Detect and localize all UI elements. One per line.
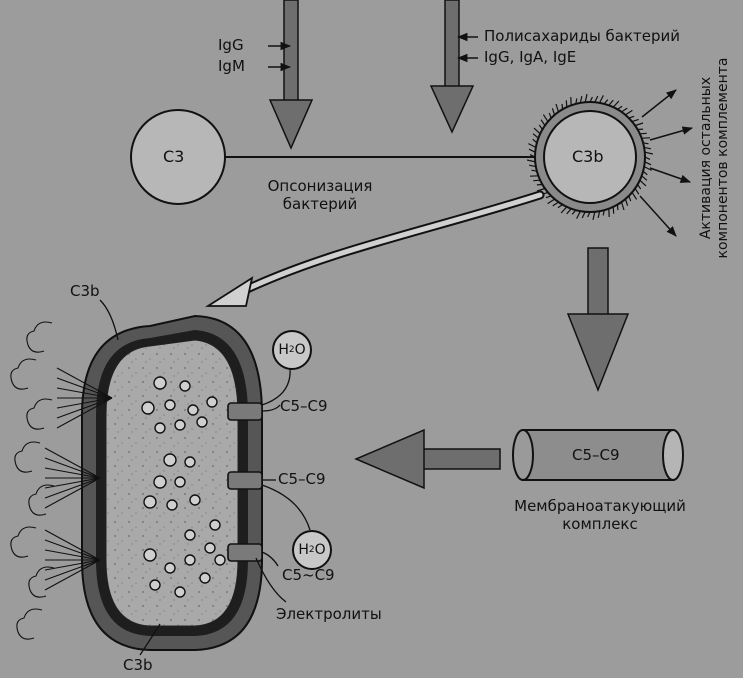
c3b-bottom-leader	[139, 623, 161, 656]
bacterium	[81, 314, 263, 651]
label-polysaccharides: Полисахариды бактерий	[484, 27, 681, 45]
label-activation: Активация остальных компонентов комплеме…	[698, 57, 731, 259]
activation-arrow-1	[641, 89, 677, 118]
vesicle	[164, 399, 176, 411]
efflux-ray	[56, 397, 113, 409]
label-pore-3: C5~C9	[282, 566, 335, 584]
vesicle	[166, 499, 178, 511]
vesicle	[174, 586, 186, 598]
vesicle	[204, 542, 216, 554]
label-igm: IgM	[218, 57, 245, 75]
activation-arrow-4	[639, 195, 677, 237]
efflux-ray	[44, 559, 101, 571]
label-igg: IgG	[218, 36, 244, 54]
electrolytes-leader	[255, 557, 287, 603]
vesicle	[209, 519, 221, 531]
mac-cylinder	[512, 429, 684, 481]
label-opsonization: Опсонизация бактерий	[267, 177, 373, 213]
vesicle	[187, 404, 199, 416]
pore1-leader	[261, 404, 281, 412]
vesicle	[174, 476, 186, 488]
efflux-ray	[56, 397, 113, 429]
puff	[26, 398, 53, 430]
efflux-ray	[44, 559, 101, 591]
vesicle	[214, 554, 226, 566]
efflux-ray	[56, 397, 113, 419]
pore-1	[227, 402, 263, 421]
vesicle	[149, 579, 161, 591]
efflux-ray	[44, 529, 101, 561]
pore3-leader	[261, 551, 279, 567]
efflux-ray	[44, 457, 101, 479]
vesicle	[163, 453, 177, 467]
vesicle	[184, 529, 196, 541]
efflux-ray	[56, 367, 113, 399]
c3b-spiky-circle	[526, 93, 654, 221]
pore-2	[227, 471, 263, 490]
efflux-ray	[44, 467, 101, 479]
puff	[28, 566, 55, 598]
label-igg-iga-ige: IgG, IgA, IgE	[484, 48, 577, 66]
vesicle	[206, 396, 218, 408]
puff	[28, 484, 55, 516]
efflux-ray	[56, 377, 113, 399]
vesicle	[174, 419, 186, 431]
puff	[14, 441, 41, 473]
efflux-ray	[44, 477, 101, 509]
electrolyte-efflux	[10, 321, 113, 640]
activation-arrow-3	[649, 167, 691, 183]
c3b-top-leader	[99, 299, 119, 341]
vesicle	[154, 422, 166, 434]
efflux-ray	[44, 477, 101, 499]
arrow-c3b-to-bacterium	[204, 190, 545, 307]
vesicle	[184, 456, 196, 468]
puff	[10, 526, 37, 558]
arrow-igg-igm-down	[268, 0, 314, 150]
efflux-ray	[44, 447, 101, 479]
label-c3b-bacterium-bottom: C3b	[123, 656, 153, 674]
vesicle	[179, 380, 191, 392]
efflux-ray	[44, 477, 101, 489]
label-c3b-bacterium-top: C3b	[70, 282, 100, 300]
vesicle	[153, 376, 167, 390]
arrow-polysaccharides-down	[429, 0, 475, 134]
arrow-mac-to-bacterium	[354, 428, 501, 490]
label-pore-1: C5–C9	[280, 397, 328, 415]
vesicle	[153, 475, 167, 489]
label-c3b: C3b	[572, 147, 604, 166]
efflux-ray	[44, 549, 101, 561]
arrow-c3b-to-mac	[566, 247, 630, 393]
vesicle	[143, 548, 157, 562]
efflux-ray	[44, 559, 101, 581]
vesicle	[141, 401, 155, 415]
label-mac: Мембраноатакующий комплекс	[514, 497, 686, 533]
h2o-top-leader	[261, 367, 291, 406]
vesicle	[164, 562, 176, 574]
label-electrolytes: Электролиты	[276, 605, 382, 623]
efflux-ray	[44, 539, 101, 561]
activation-arrow-2	[649, 126, 694, 141]
vesicle	[196, 416, 208, 428]
puff	[10, 358, 37, 390]
h2o-bottom-leader	[261, 484, 311, 531]
vesicle	[184, 554, 196, 566]
label-c3: C3	[163, 147, 185, 166]
efflux-ray	[56, 387, 113, 399]
label-mac-cylinder: C5–C9	[572, 446, 620, 464]
label-pore-2: C5–C9	[278, 470, 326, 488]
puff	[26, 321, 53, 353]
puff	[16, 608, 43, 640]
vesicle	[143, 495, 157, 509]
vesicle	[189, 494, 201, 506]
vesicle	[199, 572, 211, 584]
